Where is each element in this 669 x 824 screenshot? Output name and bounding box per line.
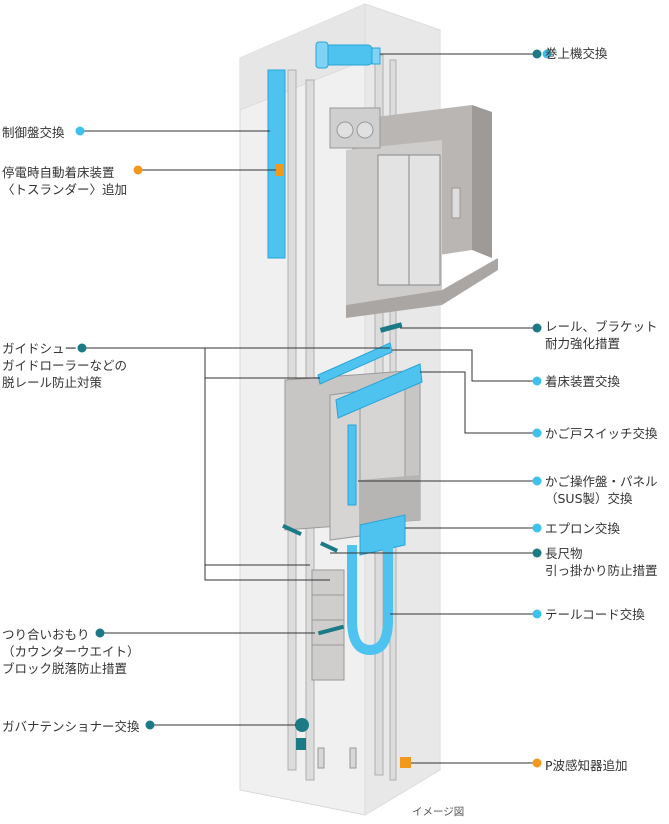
landing-door (346, 105, 498, 318)
label-guide-shoe: ガイドシュー ガイドローラーなどの 脱レール防止対策 (2, 341, 128, 390)
dot-door-switch (532, 428, 542, 438)
elevator-car (284, 369, 421, 541)
label-landing-switch: 着床装置交換 (545, 374, 621, 389)
label-car-panel: かご操作盤・パネル （SUS製）交換 (545, 474, 658, 506)
sheave-frame (329, 107, 381, 149)
label-landing-device: 停電時自動着床装置 〈トスランダー〉追加 (2, 165, 128, 197)
label-door-switch: かご戸スイッチ交換 (545, 426, 658, 441)
dot-landing-switch (532, 376, 542, 386)
governor-tensioner (295, 718, 309, 750)
landing-switch-bar (317, 342, 393, 385)
dot-hoist-teal (532, 49, 542, 59)
hoist-machine (315, 41, 381, 69)
dot-governor (145, 720, 155, 730)
landing-device (276, 164, 283, 176)
dot-tail-cord (532, 609, 542, 619)
long-object-marks (282, 523, 339, 553)
label-counterweight: つり合いおもり （カウンターウエイト） ブロック脱落防止措置 (2, 627, 140, 676)
dot-hoist-sky (542, 49, 552, 59)
label-p-wave: P波感知器追加 (545, 758, 628, 773)
dot-apron (532, 523, 542, 533)
label-hoist: 巻上機交換 (545, 46, 608, 61)
door-switch-bar (335, 363, 423, 419)
dot-control-panel (75, 126, 85, 136)
dot-long-object (532, 548, 542, 558)
dot-guide-shoe (77, 343, 87, 353)
pit (317, 747, 357, 769)
label-long-object: 長尺物 引っ掛かり防止措置 (545, 546, 658, 578)
image-caption: イメージ図 (412, 806, 465, 818)
dot-counterweight (95, 628, 105, 638)
tail-cord (347, 545, 393, 656)
dot-rail (532, 323, 542, 333)
apron (359, 514, 406, 556)
label-governor: ガバナテンショナー交換 (2, 719, 140, 734)
leader-lines (75, 49, 552, 768)
leader-landing-switch (392, 349, 537, 382)
label-control-panel: 制御盤交換 (2, 125, 65, 140)
p-wave-sensor (400, 757, 411, 768)
leader-guide-shoe-down (204, 348, 330, 581)
dot-p-wave (532, 758, 542, 768)
counterweight (311, 569, 345, 681)
leader-door-switch (420, 371, 537, 434)
dot-landing-device (133, 165, 143, 175)
label-apron: エプロン交換 (545, 521, 621, 536)
label-rail-bracket: レール、ブラケット 耐力強化措置 (545, 319, 658, 351)
label-tail-cord: テールコード交換 (545, 607, 645, 622)
rail-bracket-mark (379, 322, 403, 333)
dot-car-panel (532, 476, 542, 486)
